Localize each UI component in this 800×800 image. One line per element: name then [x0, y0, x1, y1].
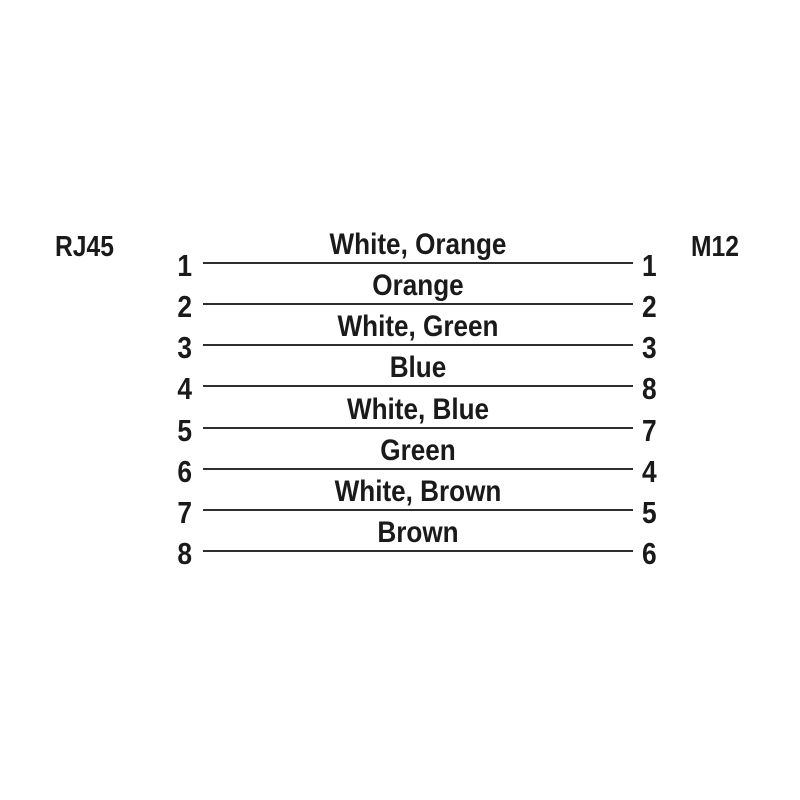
wire-line — [203, 303, 633, 306]
pin-number-right: 7 — [642, 412, 657, 448]
wire-label: White, Orange — [329, 228, 507, 261]
pin-number-left: 3 — [177, 330, 192, 366]
wire-label: Green — [380, 433, 456, 467]
pin-number-left: 6 — [177, 453, 192, 489]
pin-number-right: 8 — [642, 371, 657, 407]
wire-label: White, Blue — [346, 392, 490, 426]
wire-label: White, Brown — [334, 474, 502, 508]
pin-number-left: 5 — [177, 412, 192, 448]
pin-number-right: 4 — [642, 453, 657, 489]
wire-label: Blue — [389, 351, 447, 385]
pin-number-right: 5 — [642, 494, 657, 530]
pin-number-right: 1 — [642, 248, 657, 283]
pin-number-left: 2 — [177, 289, 192, 325]
connector-label-rj45: RJ45 — [55, 231, 114, 263]
wire-line — [203, 508, 633, 511]
wire-line — [203, 344, 633, 347]
pin-number-left: 8 — [177, 536, 192, 572]
wire-line — [203, 426, 633, 429]
wire-label: White, Green — [337, 310, 499, 344]
pin-number-left: 1 — [177, 248, 192, 283]
wire-line — [203, 550, 633, 553]
pin-number-right: 2 — [642, 289, 657, 325]
wire-line — [203, 262, 633, 264]
pin-number-right: 6 — [642, 536, 657, 572]
pin-number-left: 4 — [177, 371, 192, 407]
wire-line — [203, 467, 633, 470]
wire-line — [203, 385, 633, 388]
pin-number-right: 3 — [642, 330, 657, 366]
pin-number-left: 7 — [177, 494, 192, 530]
wire-label: Brown — [377, 516, 459, 550]
connector-label-m12: M12 — [691, 231, 739, 263]
wire-label: Orange — [372, 269, 464, 303]
